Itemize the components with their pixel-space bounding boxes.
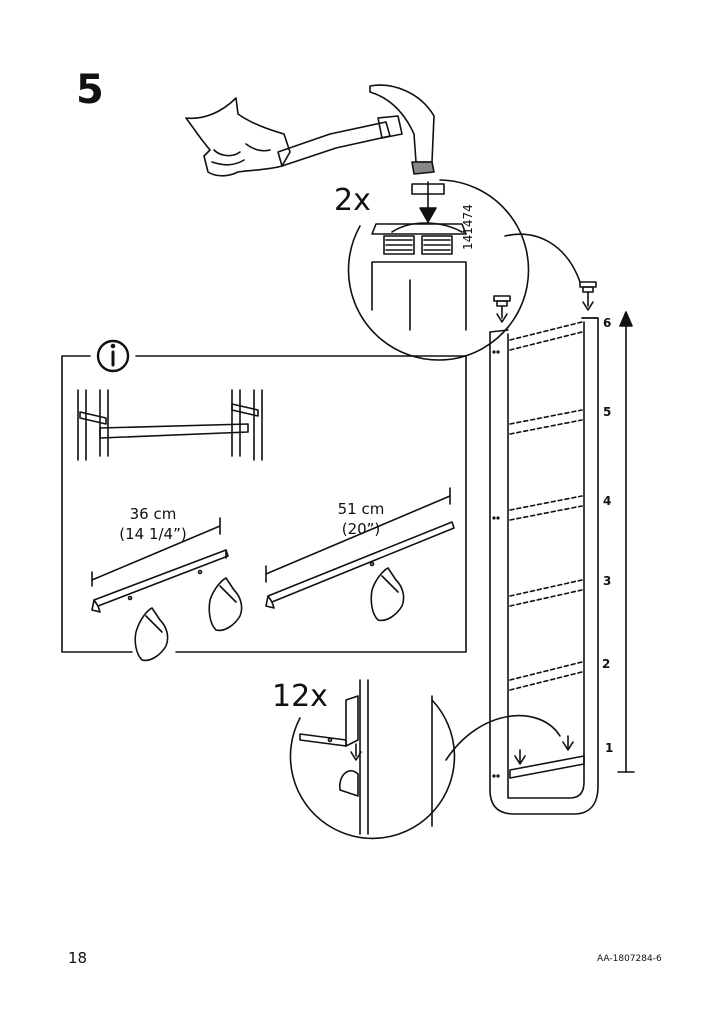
level-label-1: 1	[605, 741, 614, 755]
long-rail-imperial: (20”)	[341, 519, 381, 538]
short-rail-dimension: 36 cm (14 1/4”)	[110, 505, 196, 544]
level-label-2: 2	[602, 657, 611, 671]
plug-icon-right	[579, 281, 597, 311]
page-number: 18	[68, 949, 88, 967]
short-rail-illustration	[91, 517, 229, 613]
rail-detail-callout	[289, 679, 561, 840]
long-rail-metric: 51 cm	[337, 500, 385, 518]
long-rail-dimension: 51 cm (20”)	[318, 500, 404, 539]
hand-icon	[185, 97, 291, 177]
short-rail-imperial: (14 1/4”)	[119, 524, 187, 543]
step-number: 5	[76, 67, 104, 113]
info-icon	[96, 339, 130, 373]
level-label-4: 4	[603, 494, 612, 508]
rail-quantity-label: 12x	[272, 679, 328, 714]
plug-quantity-label: 2x	[334, 183, 371, 218]
level-label-6: 6	[603, 316, 612, 330]
rail-mounted-illustration	[77, 389, 263, 461]
short-rail-metric: 36 cm	[129, 505, 177, 523]
finger-pointer-icon	[134, 567, 405, 662]
long-rail-illustration	[265, 487, 455, 609]
plug-icon-left	[493, 295, 511, 323]
plug-detail-callout	[347, 179, 581, 361]
level-label-3: 3	[603, 574, 612, 588]
info-box-frame	[61, 355, 467, 653]
level-label-5: 5	[603, 405, 612, 419]
hammer-icon	[277, 84, 435, 175]
ladder-frame	[489, 317, 599, 815]
part-code-label: 141474	[461, 204, 475, 250]
height-arrow	[617, 311, 635, 773]
document-code: AA-1807284-6	[597, 954, 662, 964]
